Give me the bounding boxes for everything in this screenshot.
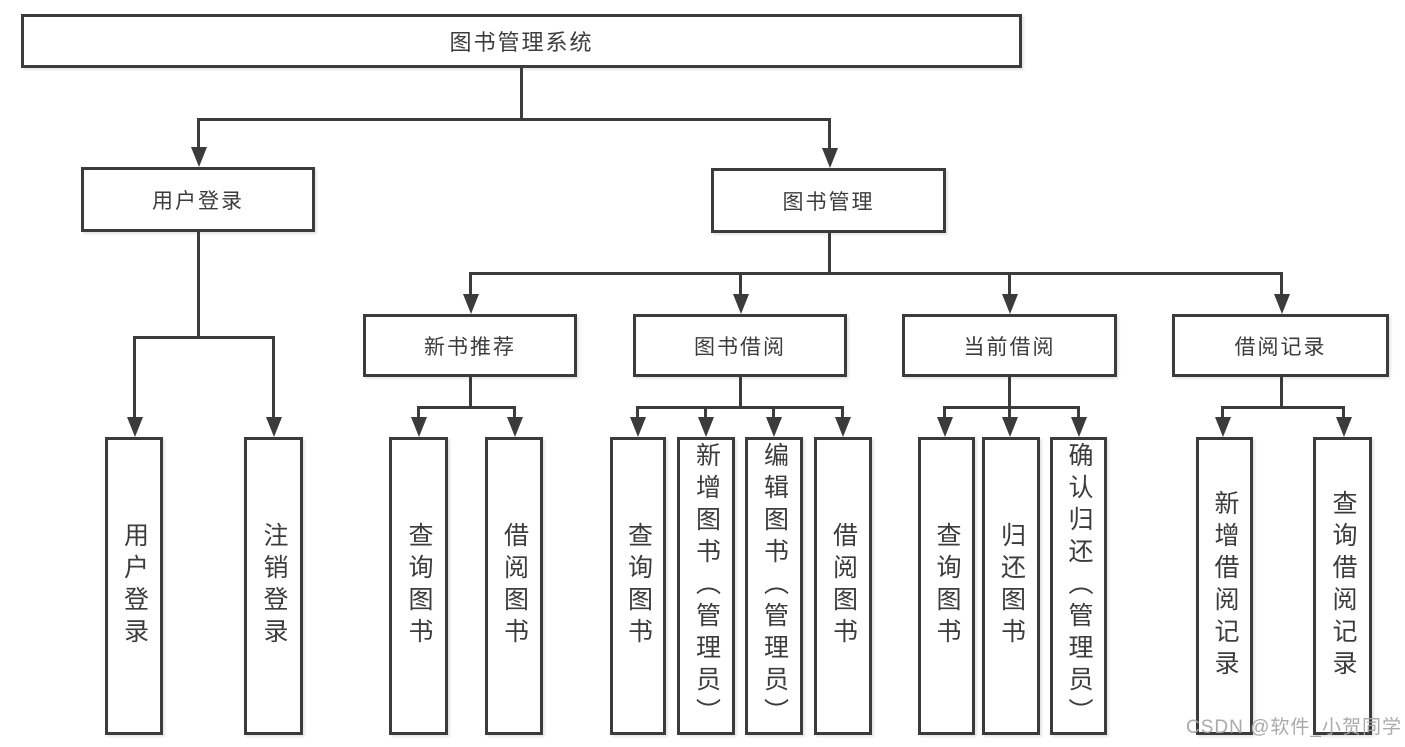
node-user-login: 用户登录 <box>81 167 315 232</box>
connector-bookmgmt-bar <box>469 272 1283 275</box>
leaf-edit-books-admin: 编辑图书（管理员） <box>745 437 803 735</box>
arrow-to-borrow-records <box>1280 272 1283 294</box>
connector-records-bar <box>1221 406 1344 409</box>
connector-borrow-stem <box>739 377 742 406</box>
leaf-add-borrow-record: 新增借阅记录 <box>1196 437 1253 735</box>
leaf-add-books-admin: 新增图书（管理员） <box>677 437 735 735</box>
connector-borrow-bar <box>636 406 844 409</box>
arrow-records-child-1 <box>1221 406 1224 417</box>
connector-root-bar <box>197 118 831 121</box>
node-user-login-label: 用户登录 <box>152 189 244 213</box>
node-root-label: 图书管理系统 <box>449 30 594 55</box>
arrow-to-leaf-logout <box>272 336 275 417</box>
leaf-borrow-books-recommend: 借阅图书 <box>485 437 543 735</box>
node-book-management: 图书管理 <box>711 168 946 233</box>
arrow-borrow-child-4 <box>841 406 844 417</box>
arrow-current-child-3 <box>1077 406 1080 417</box>
leaf-query-books-current: 查询图书 <box>918 437 975 735</box>
arrow-recommend-child-1 <box>417 406 420 417</box>
connector-current-stem <box>1008 377 1011 406</box>
node-book-borrow: 图书借阅 <box>633 314 847 377</box>
arrow-borrow-child-1 <box>636 406 639 417</box>
arrow-to-new-book-recommend <box>469 272 472 294</box>
connector-userlogin-stem <box>197 232 200 336</box>
arrow-recommend-child-2 <box>513 406 516 417</box>
leaf-confirm-return-admin: 确认归还（管理员） <box>1050 437 1107 735</box>
connector-recommend-stem <box>469 377 472 406</box>
arrow-current-child-1 <box>943 406 946 417</box>
connector-records-stem <box>1280 377 1283 406</box>
node-new-book-recommend: 新书推荐 <box>363 314 577 377</box>
arrow-current-child-2 <box>1008 406 1011 417</box>
leaf-borrow-books: 借阅图书 <box>814 437 872 735</box>
arrow-to-book-borrow <box>739 272 742 294</box>
node-book-management-label: 图书管理 <box>782 190 875 214</box>
arrow-to-leaf-user-login <box>133 336 136 417</box>
node-book-borrow-label: 图书借阅 <box>694 335 786 359</box>
node-new-book-recommend-label: 新书推荐 <box>424 335 516 359</box>
leaf-query-borrow-record: 查询借阅记录 <box>1313 437 1372 735</box>
leaf-query-books-recommend: 查询图书 <box>389 437 448 735</box>
arrow-to-current-borrow <box>1008 272 1011 294</box>
arrow-borrow-child-3 <box>772 406 775 417</box>
arrow-records-child-2 <box>1342 406 1345 417</box>
leaf-return-books: 归还图书 <box>982 437 1040 735</box>
connector-bookmgmt-stem <box>828 233 831 272</box>
connector-current-bar <box>943 406 1080 409</box>
arrow-borrow-child-2 <box>704 406 707 417</box>
node-current-borrow: 当前借阅 <box>902 314 1117 377</box>
node-borrow-records: 借阅记录 <box>1172 314 1389 377</box>
arrow-to-book-management <box>828 118 831 148</box>
leaf-logout: 注销登录 <box>244 437 303 735</box>
node-current-borrow-label: 当前借阅 <box>963 335 1056 359</box>
leaf-query-books-borrow: 查询图书 <box>610 437 666 735</box>
arrow-to-user-login <box>197 118 200 147</box>
node-borrow-records-label: 借阅记录 <box>1234 335 1327 359</box>
csdn-watermark: CSDN @软件_小贺同学 <box>1186 717 1402 738</box>
node-root: 图书管理系统 <box>21 14 1022 68</box>
connector-root-stem <box>520 68 523 118</box>
connector-userlogin-bar <box>133 336 274 339</box>
leaf-user-login: 用户登录 <box>105 437 163 735</box>
connector-recommend-bar <box>417 406 515 409</box>
